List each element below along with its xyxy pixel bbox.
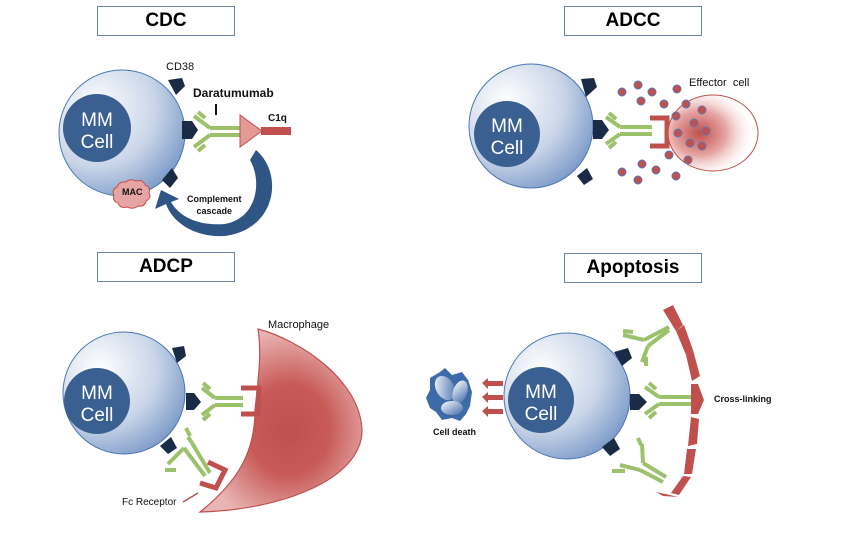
mm-cell-label: MM Cell <box>74 383 120 427</box>
mac-label: MAC <box>122 187 143 197</box>
cell-death-label: Cell death <box>433 427 477 437</box>
cdc-title: CDC <box>97 6 235 36</box>
effector-cell <box>667 94 759 172</box>
fc-receptor-label: Fc Receptor <box>122 497 177 508</box>
granules <box>617 80 711 185</box>
antibody-icon <box>604 111 652 150</box>
cd38-receptor-icon <box>630 394 647 410</box>
mm-cell-label-line2: Cell <box>490 138 524 159</box>
mm-cell-label: MM Cell <box>518 382 564 426</box>
adcc-panel <box>468 63 759 189</box>
cdc-panel <box>58 69 291 237</box>
antibody-icon <box>643 381 694 420</box>
fc-receptor-icon <box>199 459 229 492</box>
apoptosis-panel <box>426 305 704 497</box>
mm-nucleus <box>63 94 131 162</box>
complement-cascade-label: Complement cascade <box>187 193 242 217</box>
adcp-panel <box>62 328 363 513</box>
macrophage-label: Macrophage <box>268 319 330 331</box>
mm-cell-label-line2: Cell <box>80 132 114 153</box>
mm-cell-label-line2: Cell <box>80 405 114 426</box>
c1q-icon <box>239 114 263 148</box>
mm-cell-label-line2: Cell <box>524 404 558 425</box>
antibody-icon <box>612 437 668 484</box>
mm-cell-label-line1: MM <box>81 110 113 131</box>
dead-cell-icon <box>426 368 472 421</box>
macrophage <box>198 328 363 513</box>
cd38-receptor-icon <box>593 120 609 139</box>
cross-linking-label: Cross-linking <box>714 394 772 404</box>
fc-receptor-icon <box>241 385 262 417</box>
mm-cell-label-line1: MM <box>81 383 113 404</box>
cd38-receptor-icon <box>614 348 632 366</box>
c1q-stalk <box>261 127 291 135</box>
mm-cell-label: MM Cell <box>484 116 530 160</box>
complement-cascade-arrow <box>155 150 273 237</box>
cascade-line1: Complement <box>187 194 242 204</box>
cd38-receptor-icon <box>172 346 186 363</box>
fc-receptor-pointer <box>182 492 199 503</box>
cascade-line2: cascade <box>196 206 233 216</box>
daratumumab-antibody-icon <box>192 110 240 153</box>
cd38-receptor-icon <box>182 121 198 139</box>
daratumumab-label: Daratumumab <box>193 86 274 100</box>
cd38-receptor-icon <box>186 393 201 410</box>
antibody-icon <box>165 427 212 478</box>
mm-cell-label-line1: MM <box>525 382 557 403</box>
cd38-label: CD38 <box>166 61 195 73</box>
cd38-receptor-icon <box>577 168 593 185</box>
mm-nucleus <box>474 101 540 167</box>
cd38-receptor-icon <box>581 78 597 97</box>
mm-cell-label: MM Cell <box>74 110 120 154</box>
mm-nucleus <box>508 367 574 433</box>
antibody-icon <box>622 325 671 366</box>
fc-receptor-icon <box>650 115 670 149</box>
cd38-receptor-icon <box>162 168 178 188</box>
adcc-title: ADCC <box>564 6 702 36</box>
mac-complex-icon <box>112 179 151 209</box>
arrow-icons <box>482 378 503 417</box>
cd38-receptor-icon <box>160 437 177 454</box>
apoptosis-title: Apoptosis <box>564 253 702 283</box>
cross-linking-chain <box>656 305 704 497</box>
effector-cell-label: Effector cell <box>689 77 750 89</box>
cd38-receptor-icon <box>168 78 185 95</box>
c1q-label: C1q <box>268 113 287 124</box>
antibody-icon <box>200 381 243 422</box>
mm-nucleus <box>64 368 130 434</box>
adcp-title: ADCP <box>97 252 235 282</box>
mm-cell-label-line1: MM <box>491 116 523 137</box>
cd38-receptor-icon <box>602 438 620 456</box>
